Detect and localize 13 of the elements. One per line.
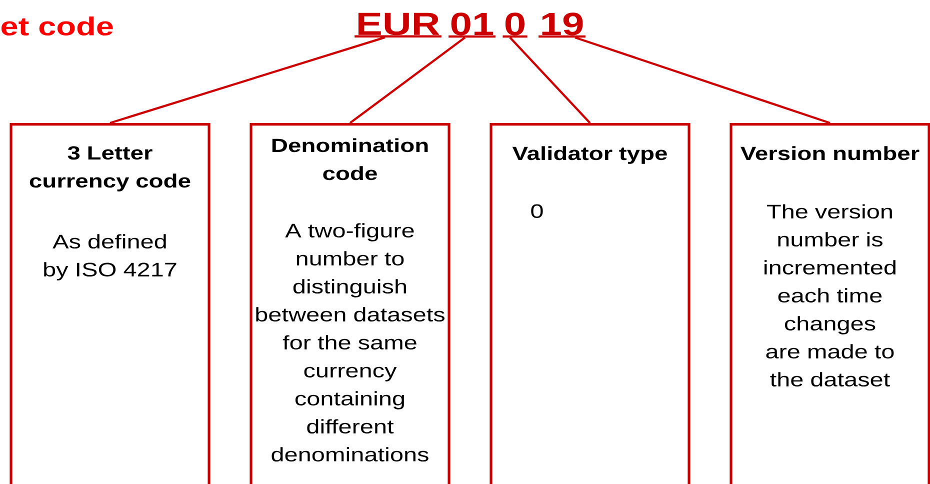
- connector-line: [349, 36, 466, 124]
- connector-line: [110, 36, 386, 124]
- code-segment: EUR: [354, 12, 442, 38]
- connector-line: [509, 36, 591, 124]
- info-box: Denomination code A two-figure number to distinguish between datasets for the same currency containing different denominations: [250, 123, 450, 484]
- connector-line: [574, 36, 830, 124]
- info-box: Validator type 0: [490, 123, 690, 484]
- info-box: Version number The version number is incremented each time changes are made to the dataset: [730, 123, 930, 484]
- code-segment: 0: [502, 12, 528, 38]
- info-box: 3 Letter currency code As defined by ISO 4217: [10, 123, 210, 484]
- title: et code: [1, 16, 113, 36]
- code-segment: 19: [538, 12, 586, 38]
- code-segment: 01: [448, 12, 496, 38]
